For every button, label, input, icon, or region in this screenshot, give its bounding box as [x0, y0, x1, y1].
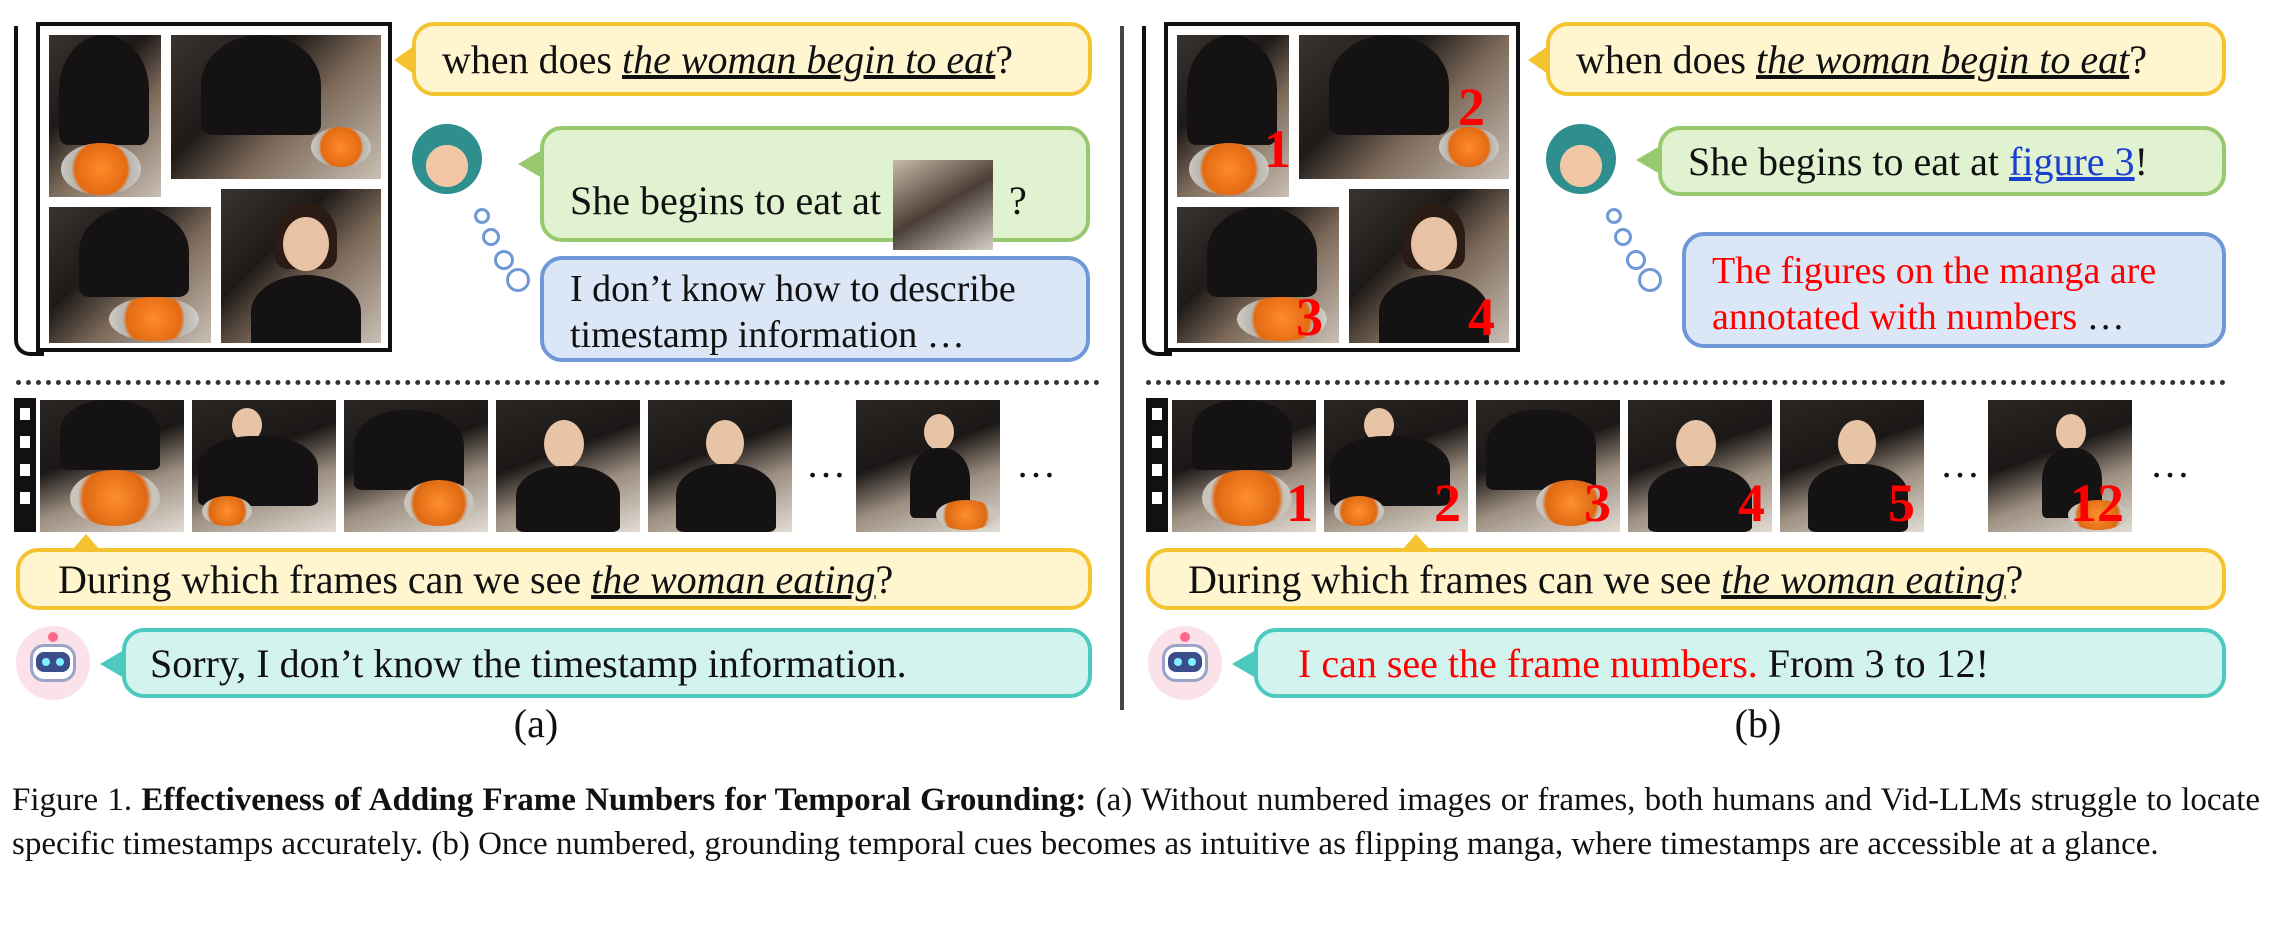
manga-book [36, 22, 392, 352]
caption-title: Effectiveness of Adding Frame Numbers fo… [141, 782, 1087, 818]
thought-bubble: I don’t know how to describe timestamp i… [540, 256, 1090, 362]
video-frame-3 [344, 400, 488, 532]
video-frame-12 [856, 400, 1000, 532]
manga-panel-4 [218, 186, 384, 346]
figure-3-link[interactable]: figure 3 [2009, 139, 2135, 184]
thought-dot-4 [506, 268, 530, 292]
reply-tail [518, 150, 542, 178]
video-frame-12-b [1988, 400, 2132, 532]
frame-number-4: 4 [1738, 473, 1765, 533]
reply-tail-b [1636, 146, 1660, 174]
video-frame-2 [192, 400, 336, 532]
video-frame-5-b [1780, 400, 1924, 532]
thought-dot-2-b [1614, 228, 1632, 246]
thought-dot-3 [494, 250, 514, 270]
manga-question-bubble: when does the woman begin to eat? [412, 22, 1092, 96]
manga-number-3: 3 [1296, 287, 1323, 347]
thought-dot-2 [482, 228, 500, 246]
manga-panel-3-b [1174, 204, 1342, 346]
video-frame-4 [496, 400, 640, 532]
bot-reply-bubble-b: I can see the frame numbers. From 3 to 1… [1254, 628, 2226, 698]
frames-ellipsis-end: … [1016, 441, 1056, 486]
section-divider-b [1146, 380, 2226, 385]
video-frame-1-b [1172, 400, 1316, 532]
human-reply-bubble-b: She begins to eat at figure 3! [1658, 126, 2226, 196]
video-frame-3-b [1476, 400, 1620, 532]
manga-book-numbered: 1 2 3 4 [1164, 22, 1520, 352]
manga-number-2: 2 [1458, 77, 1485, 137]
manga-panel-4-b [1346, 186, 1512, 346]
bot-reply-tail-b [1232, 650, 1256, 678]
subfigure-label-b: (b) [1734, 701, 1782, 746]
thought-bubble-b: The figures on the manga are annotated w… [1682, 232, 2226, 348]
frame-number-3: 3 [1584, 473, 1611, 533]
frame-number-5: 5 [1888, 473, 1915, 533]
manga-panel-1-b [1174, 32, 1292, 200]
human-avatar-icon-b [1546, 124, 1616, 194]
manga-panel-1 [46, 32, 164, 200]
manga-panel-3 [46, 204, 214, 346]
video-question-bubble-b: During which frames can we see the woman… [1146, 548, 2226, 610]
video-frame-5 [648, 400, 792, 532]
manga-book-spine [14, 26, 44, 356]
thought-dot-4-b [1638, 268, 1662, 292]
frames-ellipsis-b: … [1940, 441, 1980, 486]
video-question-bubble: During which frames can we see the woman… [16, 548, 1092, 610]
manga-number-4: 4 [1468, 287, 1495, 347]
human-avatar-icon [412, 124, 482, 194]
video-question-tail-b [1402, 534, 1430, 550]
video-frame-1 [40, 400, 184, 532]
video-question-tail [72, 534, 100, 550]
question-tail [394, 46, 414, 74]
video-frame-2-b [1324, 400, 1468, 532]
subfigure-label-a: (a) [513, 701, 559, 746]
robot-avatar-icon [16, 626, 90, 700]
frame-number-12: 12 [2070, 473, 2124, 533]
manga-panel-2-b [1296, 32, 1512, 182]
frame-number-2: 2 [1434, 473, 1461, 533]
frames-ellipsis: … [806, 441, 846, 486]
section-divider [16, 380, 1100, 385]
manga-panel-2 [168, 32, 384, 182]
frames-ellipsis-end-b: … [2150, 441, 2190, 486]
caption-body: (a) Without numbered images or frames, b… [12, 782, 2261, 862]
inline-frame-thumbnail [893, 160, 994, 250]
question-tail-b [1528, 46, 1548, 74]
figure-caption: Figure 1. Effectiveness of Adding Frame … [12, 778, 2260, 866]
human-reply-bubble: She begins to eat at ? [540, 126, 1090, 250]
thought-dot-1 [474, 208, 490, 224]
thought-dot-1-b [1606, 208, 1622, 224]
manga-book-spine-b [1142, 26, 1172, 356]
video-frame-4-b [1628, 400, 1772, 532]
robot-avatar-icon-b [1148, 626, 1222, 700]
thought-dot-3-b [1626, 250, 1646, 270]
frame-number-1: 1 [1286, 473, 1313, 533]
manga-number-1: 1 [1264, 119, 1291, 179]
panel-divider [1120, 26, 1124, 710]
film-strip-icon-b [1146, 398, 1168, 532]
bot-reply-bubble: Sorry, I don’t know the timestamp inform… [122, 628, 1092, 698]
manga-question-bubble-b: when does the woman begin to eat? [1546, 22, 2226, 96]
caption-label: Figure 1. [12, 782, 133, 818]
bot-reply-tail [100, 650, 124, 678]
film-strip-icon [14, 398, 36, 532]
